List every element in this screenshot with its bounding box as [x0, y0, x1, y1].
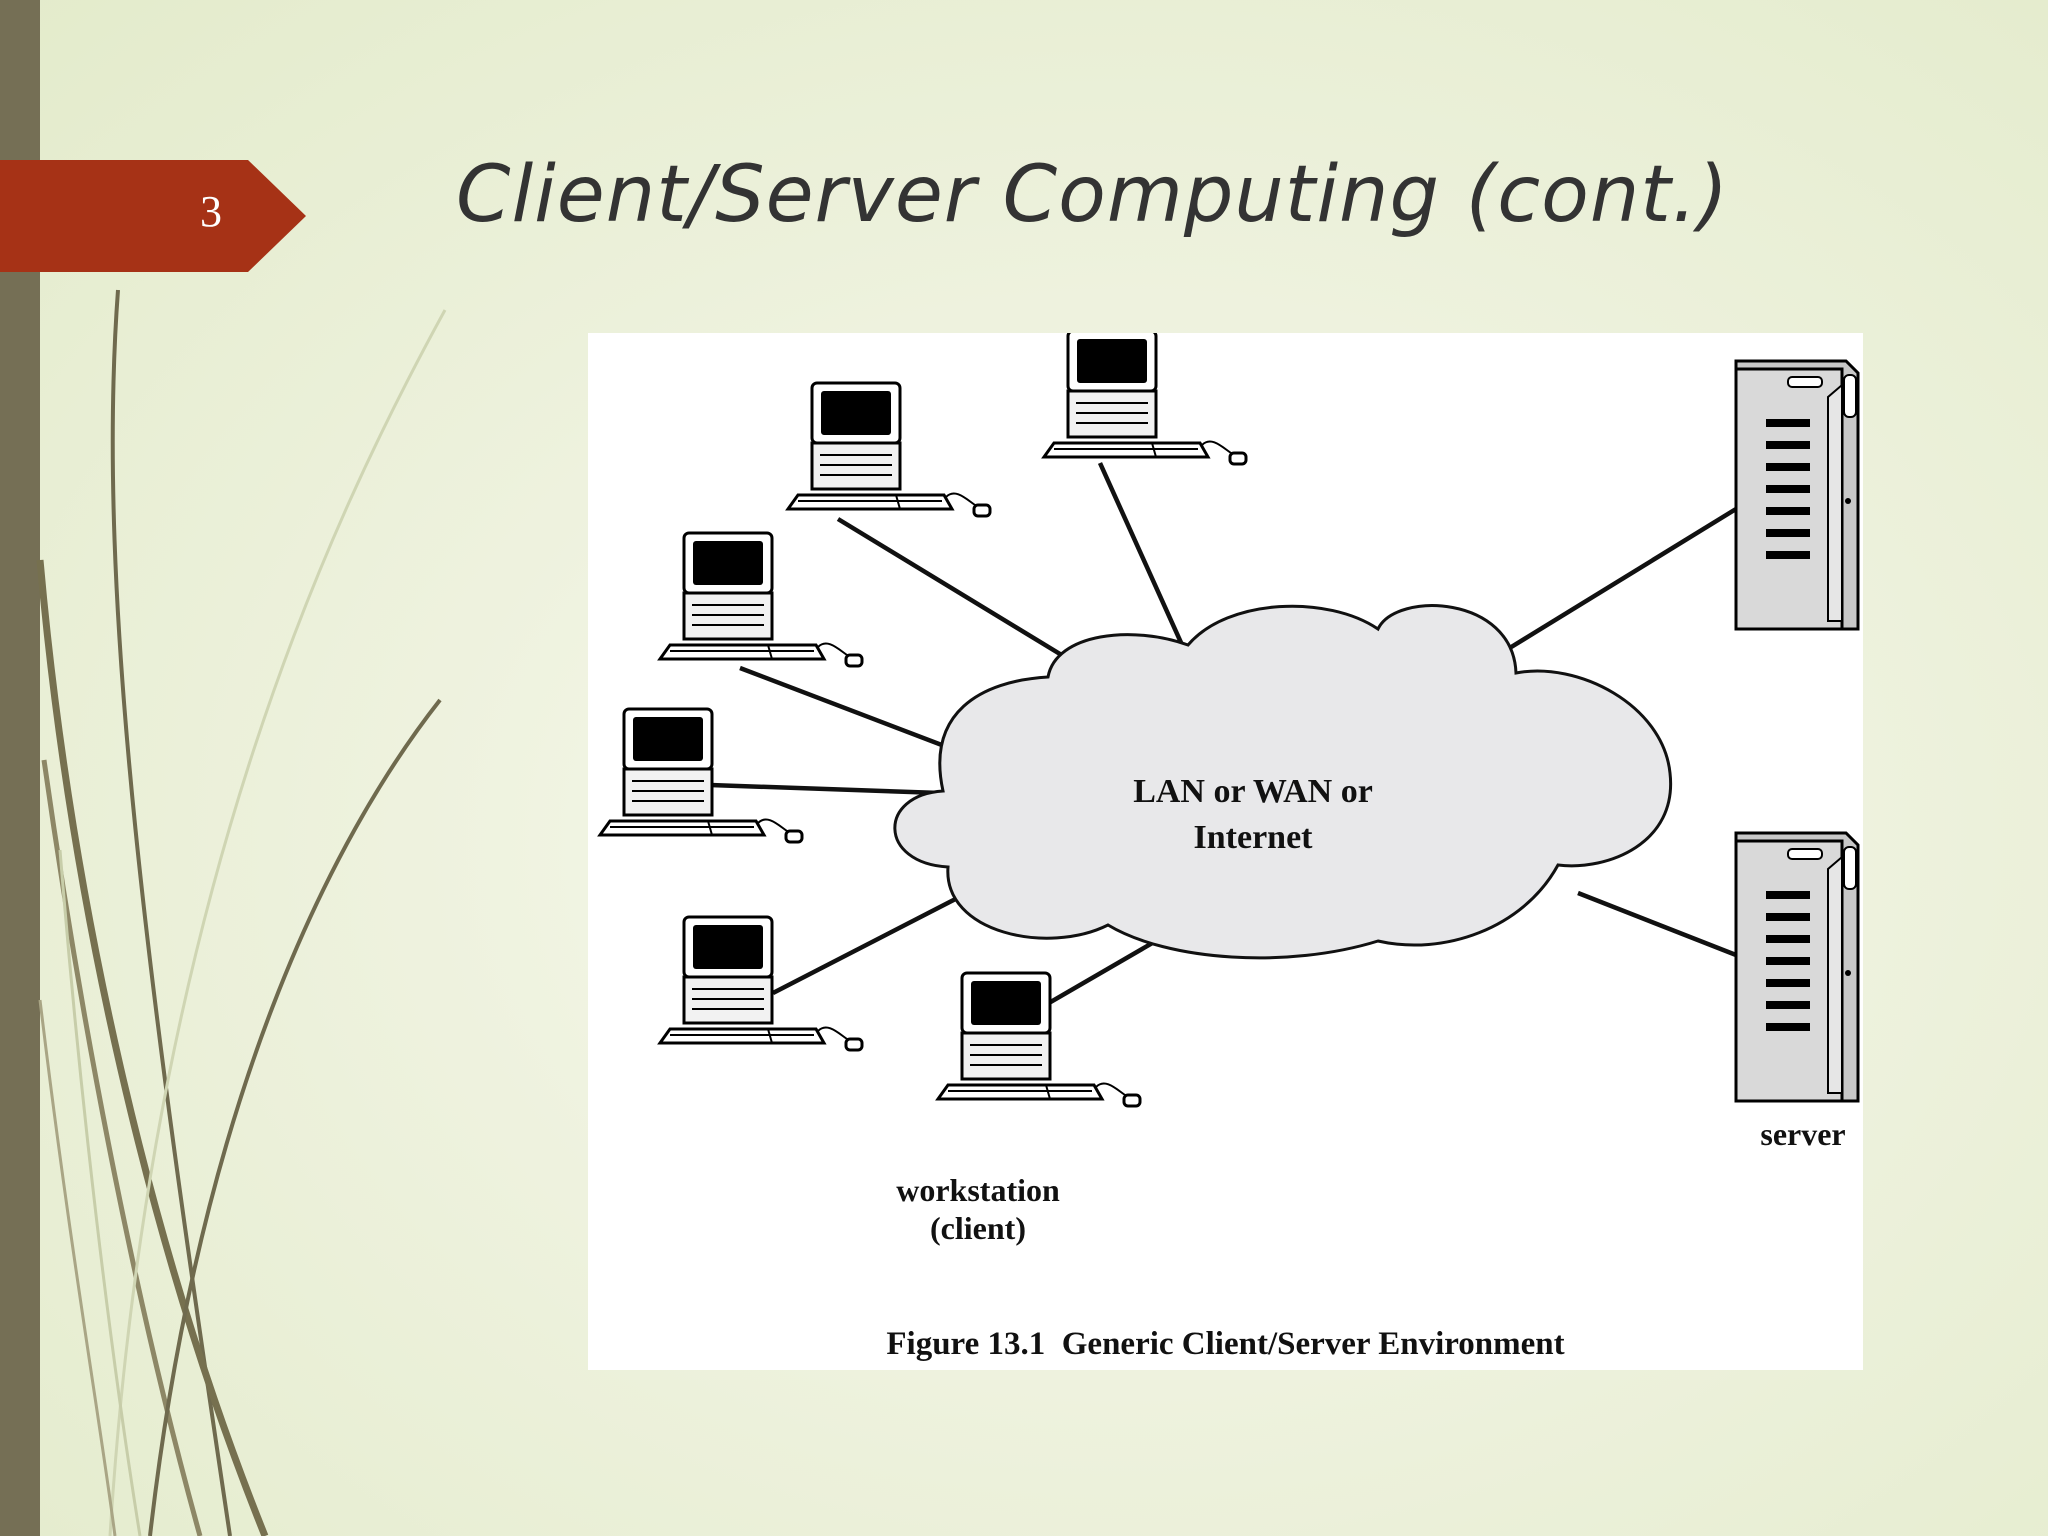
workstation-icon	[598, 707, 804, 844]
workstation-icon	[786, 381, 992, 518]
workstation-label-line2: (client)	[930, 1210, 1026, 1246]
server-icon	[1734, 359, 1860, 631]
network-cloud	[893, 604, 1673, 960]
workstation-icon	[658, 531, 864, 668]
slide-number-tab	[0, 160, 306, 272]
server-icon	[1734, 831, 1860, 1103]
slide-title: Client/Server Computing (cont.)	[456, 150, 1730, 240]
workstation-icon	[936, 971, 1142, 1108]
slide-number: 3	[200, 187, 222, 236]
client-server-diagram: LAN or WAN or Internet workstation (clie…	[588, 333, 1863, 1370]
decorative-grass-lines	[36, 289, 447, 1536]
network-label-line2: Internet	[1193, 819, 1313, 856]
workstation-icon	[1042, 333, 1248, 466]
network-label: LAN or WAN or Internet	[1128, 769, 1378, 861]
workstation-label: workstation (client)	[848, 1171, 1108, 1247]
workstation-icon	[658, 915, 864, 1052]
server-label: server	[1760, 1116, 1846, 1152]
workstation-label-line1: workstation	[896, 1172, 1060, 1208]
figure-caption: Figure 13.1 Generic Client/Server Enviro…	[886, 1326, 1565, 1362]
network-label-line1: LAN or WAN or	[1133, 773, 1373, 810]
